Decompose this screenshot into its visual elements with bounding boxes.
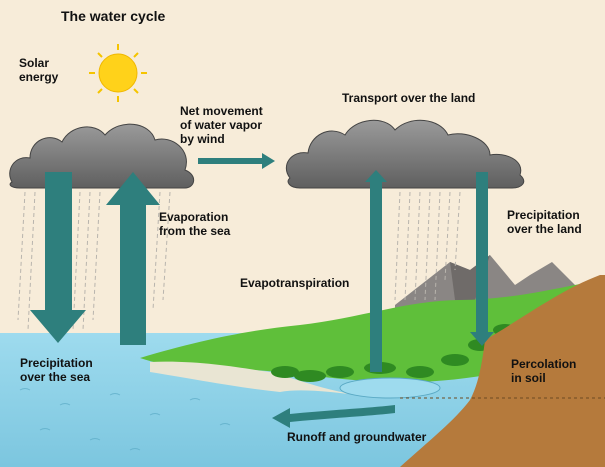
label-precipitation-land: Precipitation over the land xyxy=(507,208,582,236)
label-net-movement: Net movement of water vapor by wind xyxy=(180,104,263,146)
label-evaporation-sea: Evaporation from the sea xyxy=(159,210,231,238)
grassland xyxy=(140,284,580,383)
label-precipitation-sea: Precipitation over the sea xyxy=(20,356,93,384)
wind-arrow xyxy=(198,153,275,169)
label-transport-land: Transport over the land xyxy=(342,91,476,105)
label-percolation: Percolation in soil xyxy=(511,357,577,385)
label-solar-energy: Solar energy xyxy=(19,56,59,84)
lake xyxy=(339,377,441,399)
precipitation-sea-arrow xyxy=(30,172,86,343)
precipitation-land-arrow xyxy=(470,172,494,346)
sea-ripples xyxy=(19,388,231,451)
sun-icon xyxy=(89,44,147,102)
evapotranspiration-arrow xyxy=(365,170,387,372)
diagram-title: The water cycle xyxy=(61,8,166,24)
soil xyxy=(400,275,605,467)
beach xyxy=(150,361,360,395)
label-runoff: Runoff and groundwater xyxy=(287,430,427,444)
runoff-arrow xyxy=(272,405,395,428)
label-evapotranspiration: Evapotranspiration xyxy=(240,276,350,290)
land-cloud xyxy=(285,119,525,189)
land-rain xyxy=(394,191,461,301)
evaporation-arrow xyxy=(106,172,160,345)
